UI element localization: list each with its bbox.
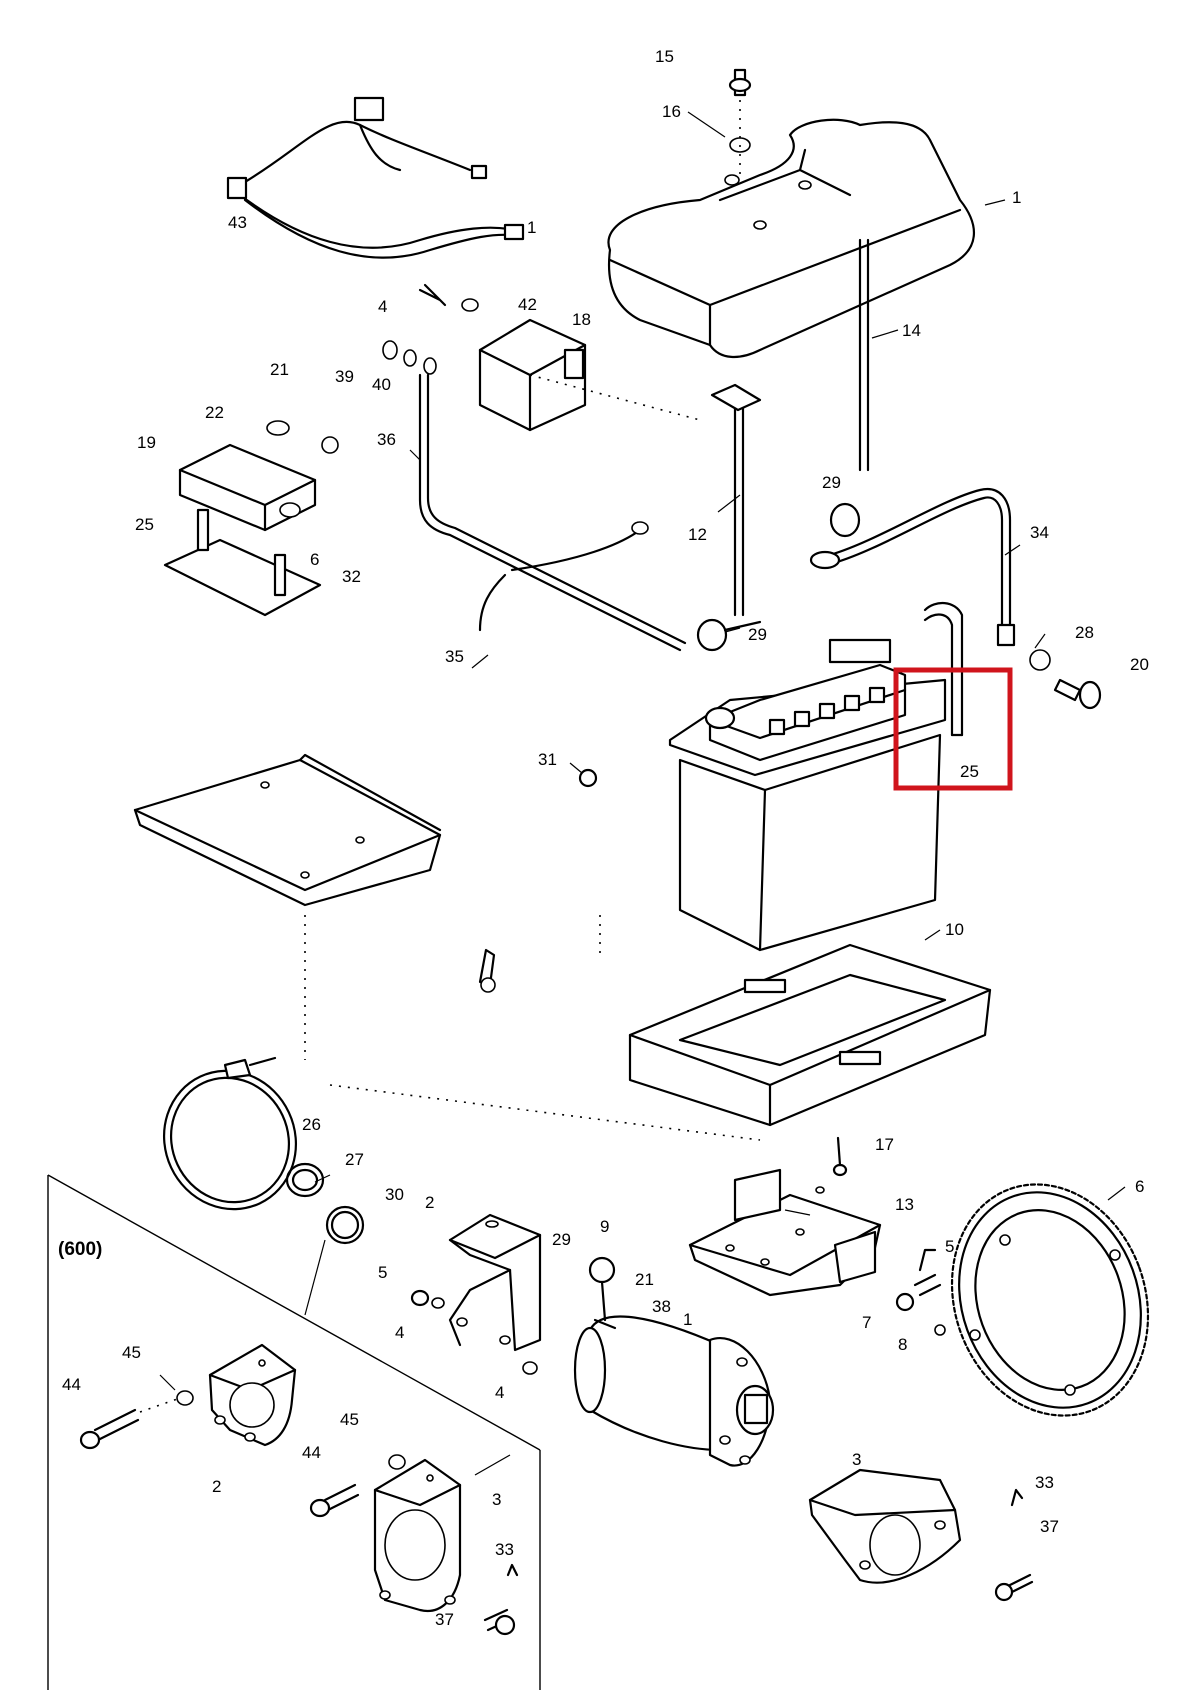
callout-3: 3 (852, 1450, 861, 1469)
callout-20: 20 (1130, 655, 1149, 674)
callout-5: 5 (378, 1263, 387, 1282)
callout-2: 2 (212, 1477, 221, 1496)
callout-16: 16 (662, 102, 681, 121)
callout-19: 19 (137, 433, 156, 452)
callout-36: 36 (377, 430, 396, 449)
terminal-bolt (1029, 649, 1102, 710)
battery-cover (607, 118, 975, 358)
cover-screw (728, 68, 752, 180)
callout-28: 28 (1075, 623, 1094, 642)
callout-44: 44 (62, 1375, 81, 1394)
callout-37: 37 (1040, 1517, 1059, 1536)
callout-27: 27 (345, 1150, 364, 1169)
callout-leaders (159, 111, 1126, 1476)
callout-34: 34 (1030, 523, 1049, 542)
inset-bracket-3 (373, 1458, 462, 1613)
inset-bolt-44a (79, 1390, 194, 1450)
positive-cable (809, 487, 1016, 647)
callout-39: 39 (335, 367, 354, 386)
callout-21: 21 (635, 1270, 654, 1289)
gear-bolts (895, 1248, 946, 1336)
callout-4: 4 (378, 297, 387, 316)
callout-6: 6 (310, 550, 319, 569)
callout-33: 33 (1035, 1473, 1054, 1492)
callout-18: 18 (572, 310, 591, 329)
callout-4: 4 (395, 1323, 404, 1342)
callout-2: 2 (425, 1193, 434, 1212)
callout-35: 35 (445, 647, 464, 666)
bolt-right (994, 1488, 1034, 1602)
callout-37: 37 (435, 1610, 454, 1629)
inset-bracket-2 (208, 1343, 297, 1447)
callout-7: 7 (862, 1313, 871, 1332)
callout-31: 31 (538, 750, 557, 769)
group-label: (600) (58, 1239, 102, 1260)
callout-22: 22 (205, 403, 224, 422)
callout-8: 8 (898, 1335, 907, 1354)
ring-gear (950, 1183, 1150, 1417)
battery-tray (628, 943, 992, 1127)
battery (668, 638, 947, 952)
callout-1: 1 (683, 1310, 692, 1329)
regulator (382, 283, 587, 432)
starter-clamp (162, 1056, 298, 1211)
battery-bracket (133, 753, 442, 907)
battery-cables (418, 373, 687, 652)
callout-26: 26 (302, 1115, 321, 1134)
callout-40: 40 (372, 375, 391, 394)
guide-line (329, 1084, 761, 1141)
callout-6: 6 (1135, 1177, 1144, 1196)
callout-33: 33 (495, 1540, 514, 1559)
callout-29: 29 (552, 1230, 571, 1249)
wiring-harness (226, 96, 525, 259)
callout-29: 29 (748, 625, 767, 644)
callout-4: 4 (495, 1383, 504, 1402)
callout-5: 5 (945, 1237, 954, 1256)
callout-9: 9 (600, 1217, 609, 1236)
callout-labels: 15 16 1 43 1 42 18 4 14 21 39 40 22 19 3… (58, 47, 1149, 1629)
hold-down-strap (710, 238, 870, 617)
cable-lug (478, 948, 496, 993)
vent-tube (923, 602, 964, 737)
inset-bolt-37 (483, 1563, 519, 1636)
callout-44: 44 (302, 1443, 321, 1462)
callout-1: 1 (527, 218, 536, 237)
bracket-3-right (808, 1468, 962, 1584)
callout-29: 29 (822, 473, 841, 492)
callout-32: 32 (342, 567, 361, 586)
inset-bolt-44b (309, 1454, 406, 1518)
callout-10: 10 (945, 920, 964, 939)
mounting-plate (688, 1136, 882, 1297)
clamp-ring-30 (325, 1205, 365, 1245)
callout-43: 43 (228, 213, 247, 232)
callout-12: 12 (688, 525, 707, 544)
callout-45: 45 (122, 1343, 141, 1362)
callout-30: 30 (385, 1185, 404, 1204)
callout-45: 45 (340, 1410, 359, 1429)
callout-17: 17 (875, 1135, 894, 1154)
callout-3: 3 (492, 1490, 501, 1509)
screw-31 (578, 768, 598, 788)
highlight-box (893, 667, 1013, 791)
starter-bracket (448, 1213, 542, 1352)
callout-42: 42 (518, 295, 537, 314)
inset-box-600 (47, 1174, 541, 1690)
nut-5 (410, 1289, 538, 1375)
circuit-breaker (163, 420, 339, 617)
callout-38: 38 (652, 1297, 671, 1316)
callout-14: 14 (902, 321, 921, 340)
terminal-cap (696, 618, 762, 652)
callout-1: 1 (1012, 188, 1021, 207)
callout-21: 21 (270, 360, 289, 379)
callout-15: 15 (655, 47, 674, 66)
callout-25-highlighted: 25 (960, 762, 979, 781)
starter-motor (573, 1256, 775, 1467)
callout-13: 13 (895, 1195, 914, 1214)
callout-25: 25 (135, 515, 154, 534)
clamp-ring-27 (285, 1162, 325, 1198)
